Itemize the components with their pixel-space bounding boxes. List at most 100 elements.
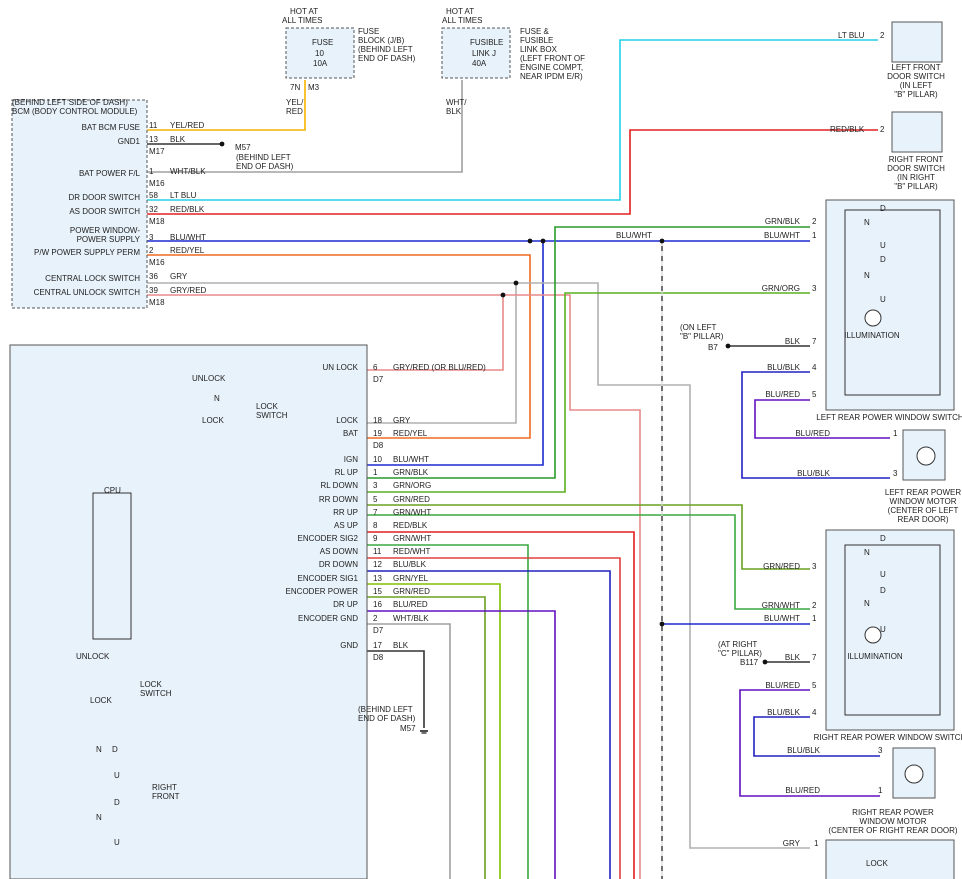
wire-color-label: BLK xyxy=(785,337,801,346)
label: END OF DASH) xyxy=(358,714,416,723)
label: LINK J xyxy=(472,49,496,58)
splice-dot xyxy=(725,343,731,349)
wire-color-label: GRN/RED xyxy=(393,587,430,596)
label: YEL/ xyxy=(286,98,304,107)
label: D xyxy=(880,586,886,595)
wire-color-label: GRN/RED xyxy=(393,495,430,504)
label: M57 xyxy=(235,143,251,152)
pin-number: 11 xyxy=(149,121,158,130)
pin-number: 7 xyxy=(812,337,817,346)
label: "B" PILLAR) xyxy=(680,332,724,341)
pin-number: 2 xyxy=(812,601,817,610)
splice-dot xyxy=(527,238,533,244)
label: N xyxy=(96,745,102,754)
label: 3 xyxy=(893,469,898,478)
label: "C" PILLAR) xyxy=(718,649,762,658)
label: RIGHT xyxy=(152,783,177,792)
pin-number: 19 xyxy=(373,429,382,438)
switch-pin-label: ENCODER GND xyxy=(298,614,358,623)
label: SWITCH xyxy=(140,689,172,698)
pin-number: 4 xyxy=(812,363,817,372)
label: FRONT xyxy=(152,792,180,801)
label: UNLOCK xyxy=(192,374,226,383)
wire-color-label: BLU/BLK xyxy=(767,708,801,717)
label: LOCK xyxy=(256,402,278,411)
bcm-pin-label: GND1 xyxy=(118,137,141,146)
wire-color-label: BLU/RED xyxy=(393,600,428,609)
wire-color-label: YEL/RED xyxy=(170,121,204,130)
switch-pin-label: ENCODER SIG1 xyxy=(298,574,359,583)
wire-color-label: GRN/BLK xyxy=(765,217,801,226)
bcm-pin-label: AS DOOR SWITCH xyxy=(69,207,140,216)
label: U xyxy=(880,295,886,304)
label: (BEHIND LEFT xyxy=(236,153,291,162)
wire-color-label: GRN/YEL xyxy=(393,574,429,583)
pin-number: 32 xyxy=(149,205,158,214)
left-rear-window-switch xyxy=(825,199,955,411)
bcm-pin-label: POWER WINDOW- xyxy=(70,226,140,235)
switch-pin-label: AS DOWN xyxy=(320,547,358,556)
bottom-switch xyxy=(825,839,955,879)
pin-number: 16 xyxy=(373,600,382,609)
pin-number: 3 xyxy=(373,481,378,490)
switch-pin-label: DR DOWN xyxy=(319,560,358,569)
switch-pin-label: RL DOWN xyxy=(321,481,359,490)
wire-blk-gnd xyxy=(367,650,425,728)
fuse-block xyxy=(285,27,355,79)
label: 10 xyxy=(315,49,324,58)
wire-color-label: GRN/RED xyxy=(763,562,800,571)
left-front-door-switch xyxy=(891,21,943,63)
label: NEAR IPDM E/R) xyxy=(520,72,583,81)
pin-number: 13 xyxy=(149,135,158,144)
splice-dot xyxy=(762,659,768,665)
label: WHT/ xyxy=(446,98,467,107)
label: 3 xyxy=(878,746,883,755)
wire-wht-blk-enc xyxy=(367,623,451,879)
label: B7 xyxy=(708,343,718,352)
bcm-pin-label: BAT POWER F/L xyxy=(79,169,141,178)
wire-color-label: BLU/WHT xyxy=(170,233,206,242)
main-power-window-switch xyxy=(9,344,368,879)
wire-blu-red-dr xyxy=(367,610,556,879)
pin-number: 9 xyxy=(373,534,378,543)
label: 1 xyxy=(893,429,898,438)
connector-id: M16 xyxy=(149,179,165,188)
label: HOT AT xyxy=(446,7,474,16)
switch-pin-label: RR DOWN xyxy=(319,495,358,504)
label: ALL TIMES xyxy=(442,16,482,25)
wire-wht-blk xyxy=(147,80,463,173)
label: LOCK xyxy=(140,680,162,689)
label: 2 xyxy=(880,125,885,134)
pin-number: 39 xyxy=(149,286,158,295)
pin-number: 3 xyxy=(812,284,817,293)
label: FUSE xyxy=(312,38,333,47)
wire-color-label: RED/BLK xyxy=(170,205,205,214)
wire-color-label: BLK xyxy=(393,641,409,650)
label: CPU xyxy=(104,486,121,495)
label: HOT AT xyxy=(290,7,318,16)
label: RIGHT FRONT xyxy=(889,155,944,164)
pin-number: 2 xyxy=(373,614,378,623)
wire-color-label: GRN/WHT xyxy=(393,534,431,543)
bcm-pin-label: BAT BCM FUSE xyxy=(82,123,140,132)
fusible-link-box xyxy=(441,27,511,79)
pin-number: 1 xyxy=(149,167,154,176)
pin-number: 5 xyxy=(812,681,817,690)
pin-number: 2 xyxy=(812,217,817,226)
wire-gry xyxy=(147,282,810,849)
pin-number: 10 xyxy=(373,455,382,464)
label: FUSIBLE xyxy=(470,38,503,47)
switch-pin-label: RR UP xyxy=(333,508,358,517)
pin-number: 3 xyxy=(812,562,817,571)
switch-pin-label: IGN xyxy=(344,455,358,464)
label: 10A xyxy=(313,59,328,68)
pin-number: 13 xyxy=(373,574,382,583)
pin-number: 2 xyxy=(149,246,154,255)
pin-number: 58 xyxy=(149,191,158,200)
label: 2 xyxy=(880,31,885,40)
bcm-pin-label: DR DOOR SWITCH xyxy=(68,193,140,202)
label: "B" PILLAR) xyxy=(894,182,938,191)
label: U xyxy=(114,771,120,780)
label: SWITCH xyxy=(256,411,288,420)
